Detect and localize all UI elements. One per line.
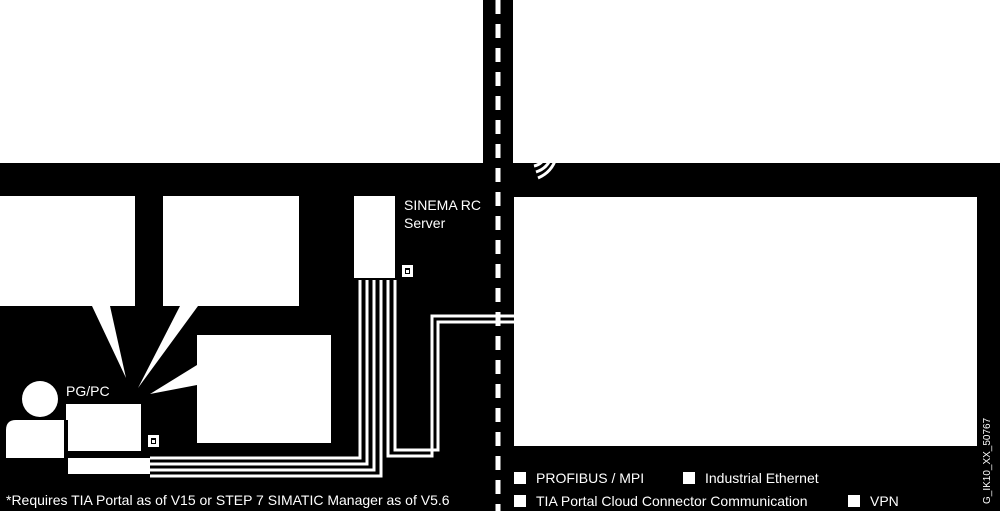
figure-id: G_IK10_XX_50767 xyxy=(982,417,993,504)
sinema-rc-server-label: SINEMA RC Server xyxy=(404,196,481,232)
lock-icon-pc xyxy=(148,435,159,447)
legend-cloud-connector: TIA Portal Cloud Connector Communication xyxy=(514,493,808,509)
legend-profibus: PROFIBUS / MPI xyxy=(514,470,644,486)
legend-label-cloud-connector: TIA Portal Cloud Connector Communication xyxy=(536,493,808,509)
sinema-rc-server-box xyxy=(354,196,395,278)
top-left-panel xyxy=(0,0,483,163)
pgpc-label: PG/PC xyxy=(66,383,110,399)
legend-swatch-vpn xyxy=(848,495,860,507)
lock-icon-server xyxy=(402,265,413,277)
wireless-signal-icon xyxy=(533,155,558,180)
legend-swatch-profibus xyxy=(514,472,526,484)
vpn-tunnel-pc-server xyxy=(150,280,383,478)
sinema-rc-label-line2: Server xyxy=(404,215,446,231)
legend-swatch-cloud-connector xyxy=(514,495,526,507)
boundary-edge-top xyxy=(483,0,513,45)
sinema-rc-label-line1: SINEMA RC xyxy=(404,197,482,213)
top-right-panel xyxy=(513,0,1000,163)
left-box-1 xyxy=(0,196,135,306)
legend-swatch-industrial-ethernet xyxy=(683,472,695,484)
callout-tail-1 xyxy=(92,306,126,378)
legend-label-profibus: PROFIBUS / MPI xyxy=(536,470,645,486)
footnote: *Requires TIA Portal as of V15 or STEP 7… xyxy=(6,492,450,508)
callout-tail-3 xyxy=(150,365,197,394)
user-icon xyxy=(6,381,64,458)
left-box-2 xyxy=(163,196,299,306)
legend-vpn: VPN xyxy=(848,493,899,509)
legend-label-vpn: VPN xyxy=(870,493,899,509)
vpn-tunnel-server-plant xyxy=(386,280,514,458)
callout-tail-2 xyxy=(138,306,198,388)
center-box xyxy=(197,335,331,443)
pc-monitor-icon xyxy=(64,404,150,474)
right-main-panel xyxy=(514,197,977,446)
legend-industrial-ethernet: Industrial Ethernet xyxy=(683,470,819,486)
legend-label-industrial-ethernet: Industrial Ethernet xyxy=(705,470,819,486)
